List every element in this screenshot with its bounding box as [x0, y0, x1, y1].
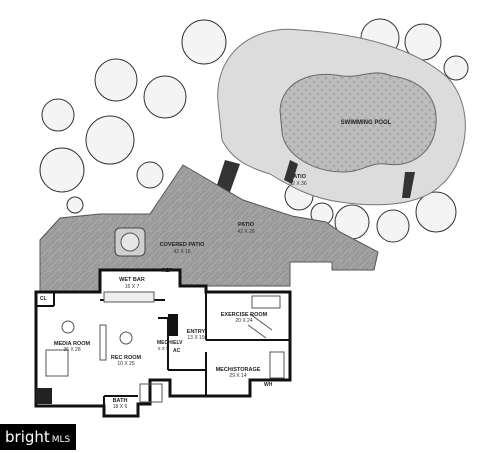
wh-label: WH — [264, 382, 273, 388]
watermark-suffix: MLS — [51, 435, 71, 445]
patio-dims: 42 X 26 — [237, 229, 254, 235]
pool-patio-dims: 62 X 36 — [289, 181, 306, 187]
exercise-room-dims: 20 X 24 — [235, 318, 252, 324]
wet-bar-dims: 16 X 7 — [125, 284, 140, 290]
covered-patio-label: COVERED PATIO — [160, 242, 205, 248]
steps — [216, 160, 415, 198]
patio-label: PATIO — [238, 222, 255, 228]
bath-label: BATH — [113, 398, 128, 404]
entry-label: ENTRY — [187, 329, 206, 335]
interior-floor — [34, 268, 292, 418]
elevator-shaft — [168, 314, 178, 336]
stair-block — [36, 388, 52, 404]
entry-dims: 13 X 19 — [187, 335, 204, 341]
rec-room-label: REC ROOM — [111, 355, 142, 361]
exercise-room-label: EXERCISE ROOM — [221, 312, 268, 318]
ref-label: REF — [162, 268, 172, 274]
watermark-brand: bright — [5, 428, 50, 446]
swimming-pool-label: SWIMMING POOL — [341, 120, 392, 126]
mech-storage-dims: 29 X 14 — [229, 373, 246, 379]
covered-patio-dims: 43 X 18 — [173, 249, 190, 255]
ac-label: AC — [173, 348, 181, 354]
cl-label: CL — [40, 296, 47, 302]
swimming-pool — [279, 72, 437, 173]
furniture — [45, 291, 285, 403]
media-room-label: MEDIA ROOM — [54, 341, 91, 347]
mech-storage-label: MECH/STORAGE — [216, 367, 261, 373]
mech-elev-dims: 6 X 5 — [158, 346, 169, 351]
pool-patio-label: PATIO — [290, 174, 307, 180]
wet-bar-label: WET BAR — [119, 277, 145, 283]
rec-room-dims: 10 X 25 — [117, 361, 134, 367]
mech-elev-label: MECH/ELV — [157, 340, 183, 346]
media-room-dims: 36 X 28 — [63, 347, 80, 353]
bath-dims: 18 X 6 — [113, 404, 128, 410]
